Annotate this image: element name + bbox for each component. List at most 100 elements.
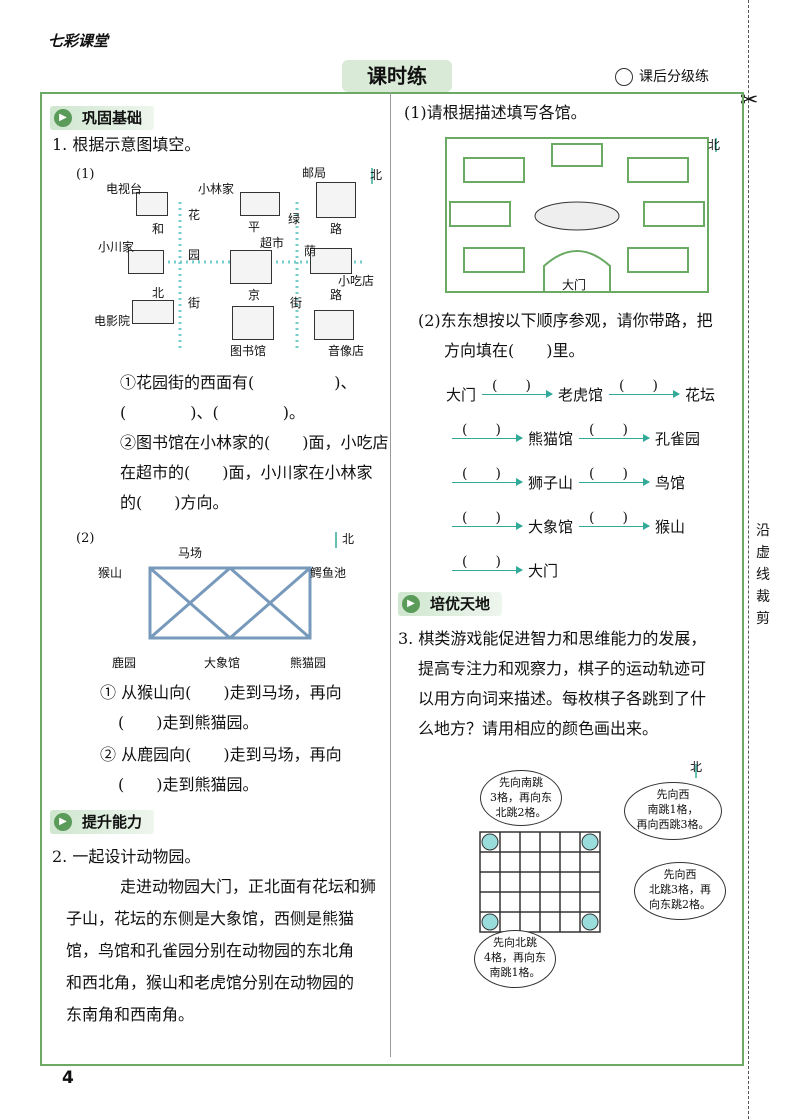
route-arrow: ( )	[482, 378, 554, 398]
direction-blank[interactable]: ( )	[462, 422, 501, 438]
direction-blank[interactable]: ( )	[589, 466, 628, 482]
direction-blank[interactable]: ( )	[589, 510, 628, 526]
street-char: 荫	[304, 244, 317, 258]
q1-part2-label: (2)	[76, 531, 95, 546]
q2-body-line2: 子山，花坛的东侧是大象馆，西侧是熊猫	[66, 909, 355, 928]
route-stop: 猴山	[655, 518, 686, 536]
label-eyuchi: 鳄鱼池	[310, 566, 347, 580]
page-number: 4	[62, 1068, 74, 1088]
route-arrow: ( )	[452, 422, 523, 442]
route-stop: 老虎馆	[558, 386, 604, 404]
street-char: 绿	[288, 212, 301, 226]
route-arrow: ( )	[579, 422, 651, 442]
street-char: 街	[188, 296, 201, 310]
direction-blank[interactable]: ( )	[462, 554, 501, 570]
label-chaoshi: 超市	[260, 236, 285, 250]
route-stop: 大门	[446, 386, 477, 404]
q1-d-line1: ② 从鹿园向( )走到马场，再向	[100, 745, 342, 764]
direction-blank[interactable]: ( )	[492, 378, 531, 394]
route-row-2: ( ) 熊猫馆 ( ) 孔雀园	[446, 422, 700, 449]
direction-blank[interactable]: ( )	[589, 422, 628, 438]
route-stop: 大象馆	[528, 518, 574, 536]
route-row-3: ( ) 狮子山 ( ) 鸟馆	[446, 466, 686, 493]
play-icon: ▶	[54, 813, 72, 831]
label-luyuan: 鹿园	[112, 656, 137, 670]
q1-b-line2: 在超市的( )面，小川家在小林家	[120, 463, 373, 482]
gate-label: 大门	[562, 278, 587, 292]
label-daxiangguan: 大象馆	[204, 656, 241, 670]
speech-bubble-3: 先向西北跳3格，再向东跳2格。	[634, 862, 726, 920]
street-char: 北	[152, 286, 165, 300]
q3-line2: 提高专注力和观察力，棋子的运动轨迹可	[418, 659, 707, 678]
north-label: 北	[342, 532, 355, 546]
cut-line	[748, 0, 749, 1119]
label-machang: 马场	[178, 546, 203, 560]
zoo-path-diagram: 北 猴山 马场 鳄鱼池 鹿园 大象馆 熊猫园	[80, 530, 370, 675]
q2-sub2-line2: 方向填在( )里。	[444, 341, 585, 360]
route-row-5: ( ) 大门	[446, 554, 559, 581]
route-row-4: ( ) 大象馆 ( ) 猴山	[446, 510, 686, 537]
label-xiongmaoyuan: 熊猫园	[290, 656, 327, 670]
north-label: 北	[370, 168, 383, 182]
q2-body-line4: 和西北角，猴山和老虎馆分别在动物园的	[66, 973, 355, 992]
label-tushuguan: 图书馆	[230, 344, 267, 358]
music-store-building	[314, 310, 354, 340]
street-char: 和	[152, 222, 165, 236]
library-building	[232, 306, 274, 340]
play-icon: ▶	[54, 109, 72, 127]
q1-c-line1: ① 从猴山向( )走到马场，再向	[100, 683, 342, 702]
xiaolin-house-building	[240, 192, 280, 216]
street-char: 路	[330, 288, 343, 302]
q2-body-line5: 东南角和西南角。	[66, 1005, 195, 1024]
street-char: 路	[330, 222, 343, 236]
north-label: 北	[708, 138, 721, 152]
section-improve: ▶提升能力	[50, 810, 155, 834]
q2-sub1: (1)请根据描述填写各馆。	[404, 103, 587, 122]
q1-a-line2: ( )、( )。	[120, 403, 305, 422]
q2-body-line3: 馆，鸟馆和孔雀园分别在动物园的东北角	[66, 941, 355, 960]
route-stop: 大门	[528, 562, 559, 580]
zoo-layout-lines	[445, 137, 717, 293]
q3-line4: 么地方？请用相应的颜色画出来。	[418, 719, 659, 738]
alarm-clock-icon	[615, 68, 633, 86]
column-divider	[390, 92, 391, 1057]
brand-logo: 七彩课堂	[48, 32, 109, 50]
route-arrow: ( )	[452, 554, 523, 574]
route-stop: 花坛	[685, 386, 716, 404]
direction-blank[interactable]: ( )	[462, 510, 501, 526]
supermarket-building	[230, 250, 272, 284]
scissors-icon: ✂	[740, 88, 759, 113]
route-row-1: 大门 ( ) 老虎馆 ( ) 花坛	[446, 378, 716, 405]
q1-b-line3: 的( )方向。	[120, 493, 229, 512]
content-frame	[40, 92, 744, 1066]
header-right-label: 课后分级练	[615, 66, 709, 86]
page-title: 课时练	[342, 60, 452, 92]
direction-blank[interactable]: ( )	[619, 378, 658, 394]
route-arrow: ( )	[452, 510, 523, 530]
route-arrow: ( )	[609, 378, 681, 398]
street-char: 京	[248, 288, 261, 302]
q3-line1: 3. 棋类游戏能促进智力和思维能力的发展，	[398, 629, 707, 648]
label-xiaochidian: 小吃店	[338, 274, 375, 288]
play-icon: ▶	[402, 595, 420, 613]
post-office-building	[316, 182, 356, 218]
route-stop: 鸟馆	[655, 474, 686, 492]
label-youju: 邮局	[302, 166, 327, 180]
label-dianshitai: 电视台	[106, 182, 143, 196]
label-yinxiangdian: 音像店	[328, 344, 365, 358]
q2-title: 2. 一起设计动物园。	[52, 847, 201, 866]
snack-shop-building	[310, 248, 352, 274]
q1-c-line2: ( )走到熊猫园。	[118, 713, 259, 732]
chessboard	[479, 764, 697, 933]
q1-part1-label: (1)	[76, 167, 95, 182]
q3-line3: 以用方向词来描述。每枚棋子各跳到了什	[418, 689, 707, 708]
side-note: 沿虚线裁剪	[756, 523, 770, 627]
route-arrow: ( )	[452, 466, 523, 486]
direction-blank[interactable]: ( )	[462, 466, 501, 482]
street-char: 街	[290, 296, 303, 310]
street-char: 平	[248, 220, 261, 234]
q2-sub2-line1: (2)东东想按以下顺序参观，请你带路，把	[418, 311, 713, 330]
